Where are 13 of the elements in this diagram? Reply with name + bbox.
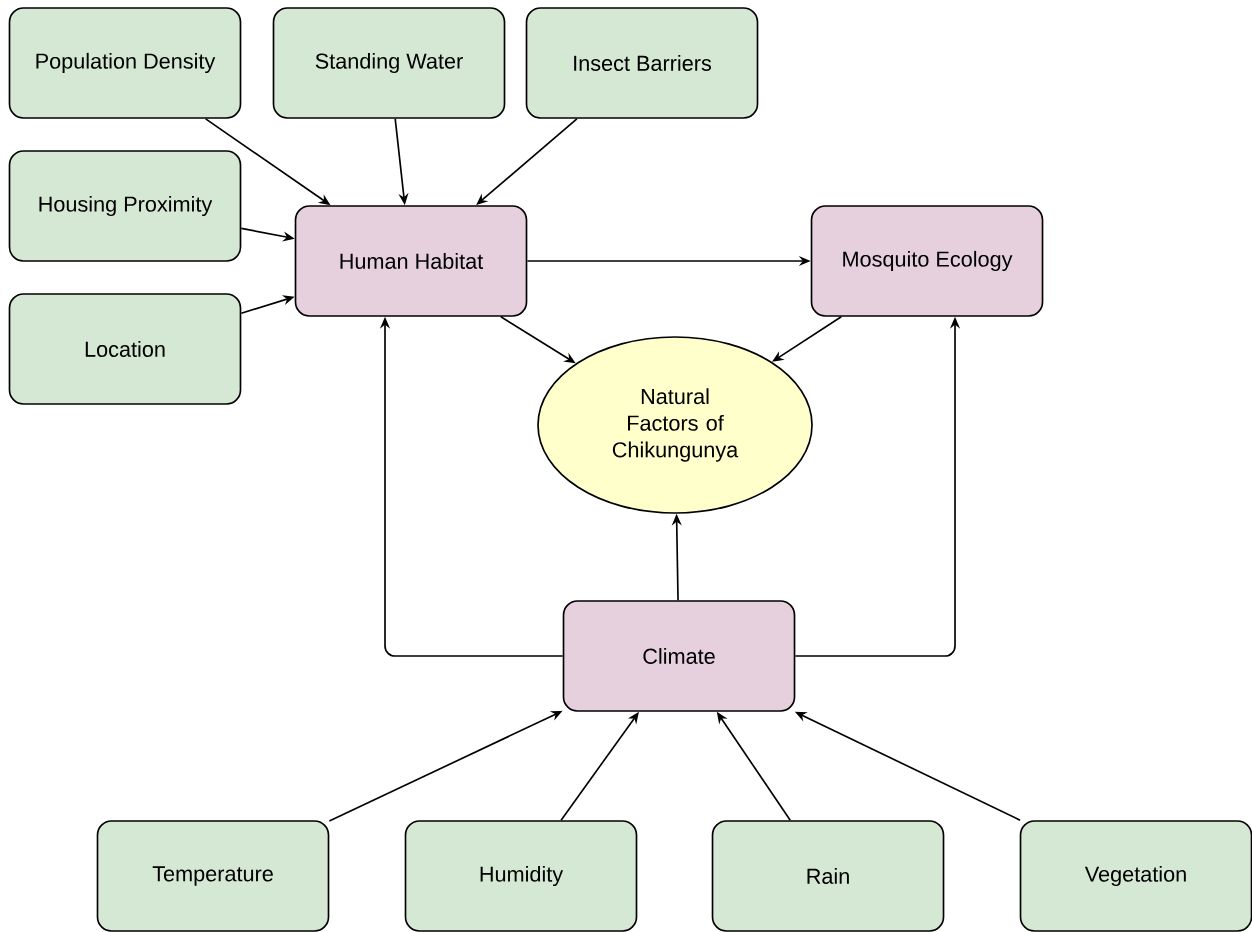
factor-box: Humidity [404, 820, 638, 932]
category-box: Climate [562, 600, 796, 712]
factor-box: Temperature [96, 820, 330, 932]
arrow [772, 316, 843, 362]
category-box: Human Habitat [294, 205, 528, 317]
factor-box: Population Density [8, 7, 242, 119]
factor-box: Housing Proximity [8, 150, 242, 262]
factor-box: Location [8, 293, 242, 405]
category-box: Mosquito Ecology [810, 205, 1044, 317]
factor-box: Standing Water [272, 7, 506, 119]
factor-box: Rain [711, 820, 945, 932]
factor-box: Insect Barriers [525, 7, 759, 119]
factor-box: Vegetation [1019, 820, 1252, 932]
